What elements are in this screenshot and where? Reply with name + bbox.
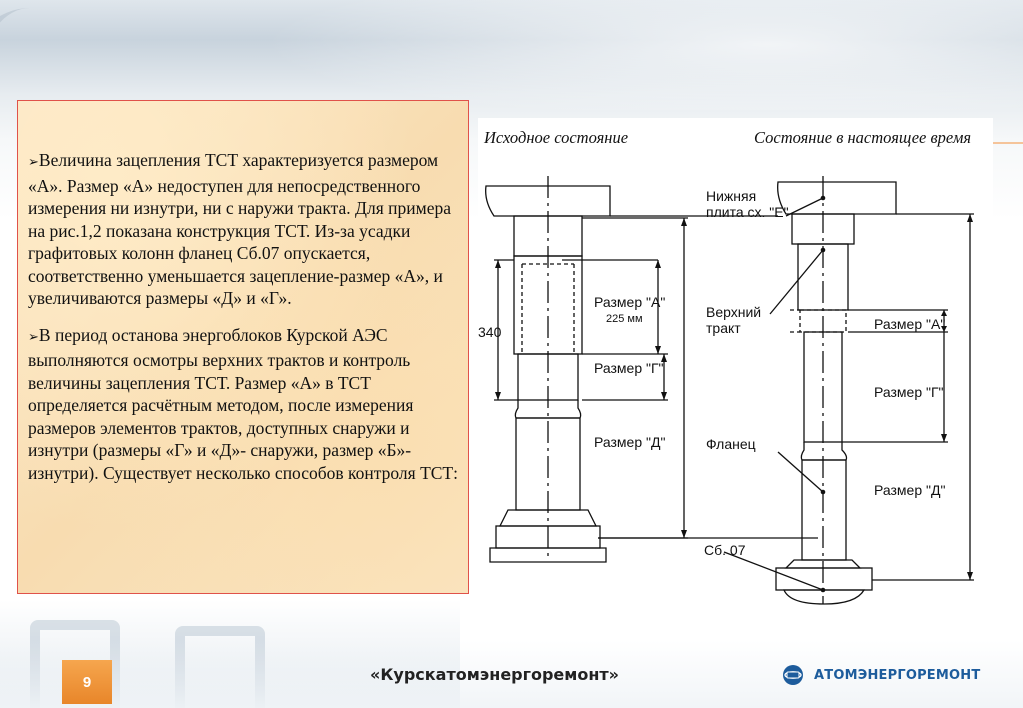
- header-band: [0, 0, 1023, 110]
- text-box: ➢Величина зацепления ТСТ характеризуется…: [17, 100, 469, 594]
- caption-current-state: Состояние в настоящее время: [754, 128, 972, 147]
- right-gap-region: [803, 331, 843, 443]
- footer-band: [0, 640, 1023, 708]
- logo-text: АТОМЭНЕРГОРЕМОНТ: [814, 667, 981, 683]
- label-size-d-left: Размер "Д": [594, 434, 666, 450]
- label-sb07: Сб. 07: [704, 542, 746, 558]
- right-lower-tube: [801, 459, 847, 561]
- label-340: 340: [478, 324, 502, 340]
- right-top-plate: [777, 181, 897, 215]
- paragraph-1: ➢Величина зацепления ТСТ характеризуется…: [28, 149, 458, 310]
- decorative-line: [990, 142, 1023, 144]
- left-gap-region: [517, 353, 579, 401]
- page-number: 9: [62, 660, 112, 704]
- company-name: «Курскатомэнергоремонт»: [370, 665, 620, 684]
- tst-diagram: Исходное состояние Состояние в настоящее…: [478, 118, 993, 610]
- bullet-icon: ➢: [28, 329, 39, 345]
- label-upper-tract-2: тракт: [706, 320, 741, 336]
- atom-logo-icon: [783, 665, 803, 685]
- label-lower-plate-2: плита сх. "Е": [706, 204, 789, 220]
- left-top-plate: [485, 185, 611, 217]
- diagram-drawing: [485, 176, 974, 605]
- label-size-d-right: Размер "Д": [874, 482, 946, 498]
- label-upper-tract-1: Верхний: [706, 304, 762, 320]
- label-flange: Фланец: [706, 436, 756, 452]
- label-225mm: 225 мм: [606, 313, 643, 325]
- bullet-icon: ➢: [28, 155, 39, 170]
- left-engagement-zone: [513, 255, 583, 355]
- label-size-a-right: Размер "А": [874, 316, 946, 332]
- label-size-a-left: Размер "А": [594, 294, 666, 310]
- paragraph-2-text: В период останова энергоблоков Курской А…: [28, 324, 458, 483]
- label-size-g-right: Размер "Г": [874, 384, 944, 400]
- label-lower-plate-1: Нижняя: [706, 188, 757, 204]
- caption-initial-state: Исходное состояние: [484, 128, 629, 147]
- company-logo: АТОМЭНЕРГОРЕМОНТ: [782, 664, 980, 686]
- label-size-g-left: Размер "Г": [594, 360, 664, 376]
- paragraph-1-text: Величина зацепления ТСТ характеризуется …: [28, 150, 451, 308]
- right-base-plate: [775, 567, 873, 591]
- paragraph-2: ➢В период останова энергоблоков Курской …: [28, 324, 458, 485]
